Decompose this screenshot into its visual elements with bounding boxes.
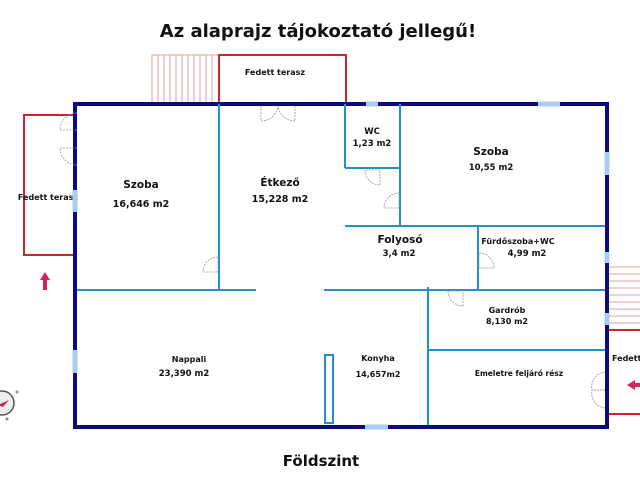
room-area: 14,657m2: [356, 370, 401, 379]
room-name: Folyosó: [377, 234, 422, 246]
room-area: 23,390 m2: [159, 369, 210, 379]
room-name: Szoba: [473, 146, 509, 158]
left-terrace-label: Fedett terasz: [18, 193, 79, 202]
room-name: Nappali: [172, 355, 207, 364]
room-name: Konyha: [361, 354, 395, 363]
top-stairs: [151, 54, 220, 105]
room-name: Emeletre feljáró rész: [475, 369, 563, 378]
room-name: Fürdőszoba+WC: [481, 237, 554, 246]
room-name: Szoba: [123, 179, 159, 191]
top-terrace: [218, 54, 347, 104]
right-terrace-label: Fedett terasz: [612, 354, 640, 363]
entrance-arrow-icon: [40, 272, 50, 290]
room-name: WC: [364, 127, 380, 137]
left-terrace: [23, 114, 75, 256]
room-area: 4,99 m2: [508, 249, 547, 259]
room-name: Étkező: [260, 176, 299, 189]
top-terrace-label: Fedett terasz: [245, 68, 306, 77]
plan-title: Az alaprajz tájokoztató jellegű!: [160, 21, 476, 42]
compass-icon: [0, 390, 19, 421]
room-area: 8,130 m2: [486, 317, 528, 326]
room-area: 10,55 m2: [469, 163, 514, 173]
right-stairs: [609, 266, 640, 324]
room-area: 3,4 m2: [383, 249, 416, 259]
room-name: Gardrób: [489, 305, 526, 315]
inner-walls: [77, 104, 605, 425]
room-area: 16,646 m2: [113, 199, 169, 210]
room-area: 15,228 m2: [252, 194, 308, 205]
windows: [72, 101, 610, 430]
doors: [59, 105, 606, 409]
floor-label: Földszint: [283, 452, 359, 470]
room-area: 1,23 m2: [353, 139, 392, 149]
outer-wall: [73, 102, 609, 429]
entrance-arrow-icon: [627, 380, 640, 390]
